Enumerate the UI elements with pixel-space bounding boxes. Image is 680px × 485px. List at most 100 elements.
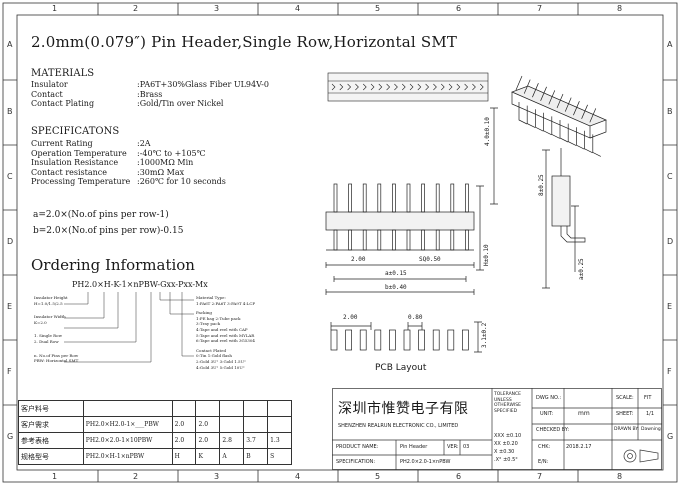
zone-row-g-right: G — [667, 432, 674, 441]
spec-label-temperature: Operation Temperature — [31, 148, 127, 158]
dim-b: b±0.40 — [385, 284, 407, 291]
zone-col-1-bottom: 1 — [52, 472, 58, 481]
tolerance-x: X ±0.30 — [494, 449, 515, 455]
top-view-pin-mark — [479, 83, 484, 91]
pcb-layout-label: PCB Layout — [375, 363, 427, 373]
param-value: 2.0 — [171, 432, 197, 449]
spec-value-current: :2A — [137, 139, 151, 148]
zone-col-6-bottom: 6 — [456, 472, 462, 481]
param-value: 2.8 — [219, 432, 245, 449]
iso-pin — [589, 108, 601, 157]
tolerance-xxx: XXX ±0.10 — [494, 433, 522, 439]
zone-row-b-right: B — [667, 107, 673, 116]
top-view-pin-mark — [417, 83, 422, 91]
date-value: 2018.2.17 — [566, 444, 592, 450]
formula-b: b=2.0×(No.of pins per row)-0.15 — [33, 226, 184, 236]
projection-symbol-icon — [623, 449, 659, 463]
top-view-pin-mark — [401, 83, 406, 91]
table-row: 客户需求 PH2.0×H2.0-1×___PBW 2.0 2.0 — [18, 416, 292, 433]
zone-col-8-bottom: 8 — [617, 472, 623, 481]
top-view-pin-mark — [347, 83, 352, 91]
table-row: 规格型号 PH2.0×H-1×nPBW H K A B S — [18, 448, 292, 465]
top-view-pin-mark — [409, 83, 414, 91]
param-label-customer: 客户需求 — [18, 416, 84, 433]
materials-label-insulator: Insulator — [31, 80, 68, 89]
param-label-model: 规格型号 — [18, 448, 84, 465]
ordering-note-type: PBW: Horizontal SMT — [34, 358, 79, 364]
unit-label: UNIT: — [540, 411, 554, 417]
dim-height-h: H±0.10 — [483, 244, 490, 266]
ordering-leaders — [64, 292, 194, 363]
materials-heading: MATERIALS — [31, 68, 95, 79]
pcb-pad — [359, 329, 367, 351]
ordering-note-packing-5: 5:Tape and reel with MYLAR — [196, 332, 255, 338]
top-view-pin-mark — [370, 83, 375, 91]
zone-row-a-right: A — [667, 40, 673, 49]
iso-pin — [581, 104, 593, 154]
materials-label-contact: Contact — [31, 89, 63, 99]
zone-col-6: 6 — [456, 4, 462, 13]
tolerance-angle: .X° ±0.5° — [494, 457, 518, 463]
spec-label-insulation: Insulation Resistance — [31, 158, 119, 168]
pcb-pad — [403, 329, 411, 351]
drawn-by-value: Dawning — [641, 427, 661, 432]
front-pin-bottom — [333, 229, 338, 251]
top-view-pin-mark — [331, 83, 336, 91]
company-name-en: SHENZHEN REALRUN ELECTRONIC CO., LIMITED — [338, 423, 459, 429]
ordering-note-plated-2: 2:Gold 3U" 3:Gold 1.5U" — [196, 358, 246, 364]
zone-row-d: D — [7, 237, 14, 246]
zone-col-5-bottom: 5 — [375, 472, 381, 481]
front-pin-top — [362, 183, 367, 213]
front-pin-bottom — [377, 229, 382, 251]
zone-row-b: B — [7, 107, 13, 116]
drawn-by-label: DRAWN BY: — [614, 427, 639, 432]
spec-label-current: Current Rating — [31, 139, 93, 148]
param-code-part-no — [82, 400, 173, 417]
iso-pin — [540, 86, 552, 136]
tolerance-xx: XX ±0.20 — [494, 441, 518, 447]
zone-col-2: 2 — [133, 4, 139, 13]
pcb-pad — [389, 329, 396, 351]
materials-value-insulator: :PA6T+30%Glass Fiber UL94V-0 — [137, 80, 269, 89]
ver-value: 03 — [463, 444, 470, 450]
isometric-view — [511, 75, 607, 157]
ordering-note-packing-1: 1:PE bag 2:Tube pack — [196, 315, 241, 321]
dim-height-top: 4.0±0.10 — [484, 117, 491, 146]
front-pin-bottom — [421, 229, 425, 251]
specification-label: SPECIFICATION: — [336, 459, 376, 465]
company-name-cn: 深圳市惟赞电子有限 — [338, 401, 469, 417]
front-pin-bottom — [406, 229, 411, 251]
param-value: H — [171, 448, 197, 465]
top-view-pin-mark — [339, 83, 344, 91]
ordering-note-contact-plated: Contact Plated — [196, 347, 227, 353]
formula-a: a=2.0×(No.of pins per row-1) — [33, 210, 169, 220]
ordering-note-width-values: K=2.0 — [34, 319, 47, 325]
param-cell — [267, 416, 292, 433]
param-code-customer: PH2.0×H2.0-1×___PBW — [82, 416, 173, 433]
zone-row-e: E — [7, 302, 13, 311]
param-value: S — [267, 448, 292, 465]
ordering-note-single-row: 1. Single Row — [34, 333, 63, 339]
ordering-heading: Ordering Information — [31, 256, 195, 274]
dim-side-length: 8±0.25 — [538, 174, 545, 196]
front-pin-top — [421, 183, 425, 213]
specs-labels: Current Rating Operation Temperature Ins… — [31, 139, 130, 187]
front-pin-bottom — [465, 229, 469, 251]
ordering-note-packing-6: 6:Tape and reel with 3G5304 — [196, 338, 255, 344]
zone-col-4: 4 — [295, 4, 301, 13]
front-pin-top — [435, 183, 440, 213]
materials-labels: Insulator Contact Contact Plating — [31, 80, 94, 109]
param-value: 2.0 — [195, 416, 221, 433]
ordering-note-plated-4: 4:Gold 3U" 5:Gold 10U" — [196, 364, 245, 370]
param-value: 2.0 — [195, 432, 221, 449]
ordering-note-material-values: 1:PA6T 2:PA6T 3:PA9T 4:LCP — [196, 300, 256, 306]
zone-col-2-bottom: 2 — [133, 472, 139, 481]
zone-col-3: 3 — [214, 4, 220, 13]
top-view-pin-mark — [456, 83, 461, 91]
dim-pcb-height: 3.1±0.2 — [481, 322, 488, 348]
param-value: 2.0 — [171, 416, 197, 433]
spec-value-insulation: :1000MΩ Min — [137, 158, 194, 168]
spec-value-processing: :260℃ for 10 seconds — [137, 177, 226, 187]
top-view-pin-mark — [378, 83, 383, 91]
